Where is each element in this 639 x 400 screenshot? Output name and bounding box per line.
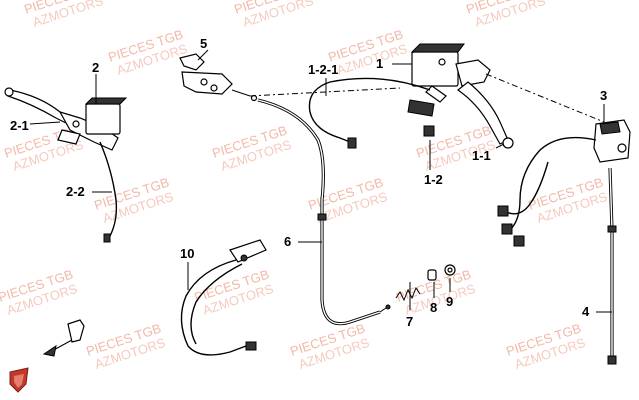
throttle-cable-ferrule — [607, 225, 617, 233]
bracket-bolt-2 — [210, 84, 218, 92]
left-lever-tip — [4, 87, 14, 97]
arrow-head-icon — [42, 344, 57, 357]
cable-6-nipple — [385, 304, 391, 310]
leader-5 — [197, 49, 209, 61]
right-reservoir-cap — [410, 43, 465, 53]
long-brake-cable — [257, 98, 391, 326]
right-lever-tip — [502, 137, 514, 149]
brand-logo — [9, 367, 29, 393]
left-reservoir-cap — [84, 97, 128, 105]
assembly-axis-dashed — [485, 73, 605, 123]
label-3: 3 — [600, 88, 607, 103]
label-2-2: 2-2 — [66, 184, 85, 199]
cable-6-inner — [257, 99, 381, 325]
switch-wire-loop — [308, 77, 431, 143]
switch-connector-c — [513, 235, 525, 247]
label-6: 6 — [284, 234, 291, 249]
left-switch-wire — [99, 141, 118, 237]
cable-6-end — [379, 307, 387, 313]
switch-screw — [423, 125, 435, 137]
label-1-2-1: 1-2-1 — [308, 62, 338, 77]
label-5: 5 — [200, 36, 207, 51]
label-1-2: 1-2 — [424, 172, 443, 187]
label-8: 8 — [430, 300, 437, 315]
harness-switch-bolt — [240, 254, 248, 262]
right-lever-blade — [456, 81, 509, 145]
label-10: 10 — [180, 246, 194, 261]
brake-switch-block — [407, 99, 435, 117]
harness-wire-a — [180, 259, 247, 356]
label-4: 4 — [582, 304, 590, 319]
label-2-1: 2-1 — [10, 118, 29, 133]
label-7: 7 — [406, 314, 413, 329]
right-lever-mount — [455, 59, 491, 87]
logo-highlight — [14, 374, 24, 388]
switch-connector-b — [501, 223, 513, 235]
brake-light-switch-assembly — [308, 77, 435, 149]
switch-button — [599, 121, 621, 135]
switch-connector — [347, 137, 357, 149]
right-brake-lever-assembly — [410, 43, 514, 149]
label-1-1: 1-1 — [472, 148, 491, 163]
spring — [395, 286, 421, 302]
right-handlebar-switch — [497, 119, 631, 247]
bracket-stub — [231, 89, 251, 97]
switch-connector-a — [497, 205, 509, 217]
left-brake-lever-assembly — [4, 87, 128, 243]
left-pivot — [72, 120, 80, 128]
parking-switch-harness — [180, 239, 267, 356]
switch-wire-main — [509, 136, 597, 231]
clip-body — [67, 319, 85, 343]
harness-connector — [245, 341, 257, 351]
small-clip — [42, 319, 85, 357]
leader-2-1 — [29, 121, 61, 125]
left-clamp — [57, 129, 81, 145]
nut-hole-part-9 — [447, 267, 453, 273]
left-master-cylinder — [85, 103, 121, 135]
right-master-cylinder — [411, 51, 459, 87]
harness-wire-b — [190, 263, 243, 345]
switch-knob — [617, 143, 627, 153]
bracket-top — [179, 53, 205, 71]
right-clamp — [425, 85, 447, 103]
label-9: 9 — [446, 294, 453, 309]
switch-wire-branch — [505, 161, 549, 215]
small-pin-part-8 — [427, 269, 437, 281]
right-cap-screw — [438, 58, 446, 66]
leader-lines — [29, 49, 612, 313]
harness-switch-body — [229, 239, 267, 263]
throttle-cable — [607, 167, 617, 365]
label-1: 1 — [376, 56, 383, 71]
assembly-axis-dashed-2 — [249, 87, 401, 97]
bracket-bolt — [200, 78, 208, 86]
cable-6-ferrule — [317, 213, 327, 221]
throttle-cable-end — [607, 355, 617, 365]
parking-brake-bracket — [179, 53, 258, 102]
label-2: 2 — [92, 60, 99, 75]
spring-coil — [395, 286, 421, 302]
left-switch-connector — [103, 233, 111, 243]
leader-1-1 — [495, 143, 505, 149]
